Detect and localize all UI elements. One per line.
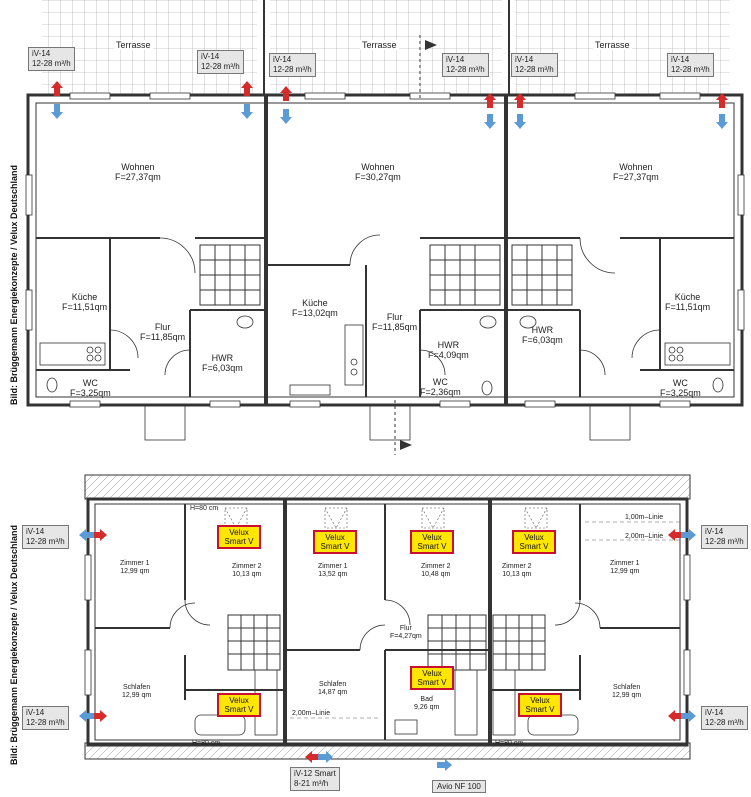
exhaust-arrow-g2 — [241, 104, 253, 119]
upper-floor-walls — [86, 497, 689, 747]
supply-arrow-g5 — [514, 93, 526, 108]
kitchen-fixtures — [39, 315, 731, 396]
supply-arrow-g3 — [280, 86, 292, 101]
supply-arrow-u2 — [668, 529, 683, 541]
exhaust-arrow-g3 — [280, 109, 292, 124]
exhaust-arrow-g5 — [514, 114, 526, 129]
supply-arrow-smart — [305, 751, 320, 763]
supply-arrow-u3 — [92, 710, 107, 722]
exhaust-arrow-g6 — [716, 114, 728, 129]
credit-upper: Bild: Brüggemann Energiekonzepte / Velux… — [9, 524, 19, 765]
exhaust-arrow-g4 — [484, 114, 496, 129]
stairs-upper — [227, 614, 546, 671]
airflow-arrows — [51, 81, 728, 771]
exhaust-arrow-u1 — [79, 529, 94, 541]
windows-upper — [84, 554, 691, 696]
supply-arrow-g1 — [51, 81, 63, 96]
windows-ground — [25, 92, 745, 408]
height-note-3: H=80 cm — [495, 740, 524, 747]
exhaust-arrow-g1 — [51, 104, 63, 119]
ground-floor-walls — [26, 93, 744, 407]
terrace-label-2: Terrasse — [360, 40, 399, 50]
exhaust-arrow-u3 — [79, 710, 94, 722]
line-note-1: 1,00m–Linie — [625, 514, 664, 521]
exhaust-arrow-avio — [437, 759, 452, 771]
height-note-2: H=80 cm — [192, 740, 221, 747]
exhaust-arrow-u4 — [681, 710, 696, 722]
supply-arrow-u4 — [668, 710, 683, 722]
supply-arrow-u1 — [92, 529, 107, 541]
line-note-2: 2,00m–Linie — [625, 533, 664, 540]
doors-ground — [109, 234, 661, 441]
terrace-label-3: Terrasse — [593, 40, 632, 50]
exhaust-arrow-smart — [318, 751, 333, 763]
terrace-label-1: Terrasse — [114, 40, 153, 50]
credit-ground: Bild: Brüggemann Energiekonzepte / Velux… — [9, 164, 19, 405]
head-height-lines — [290, 521, 680, 719]
section-markers — [394, 35, 437, 455]
supply-arrow-g4 — [484, 93, 496, 108]
doors-upper — [169, 599, 601, 651]
stairs-ground — [199, 244, 573, 306]
avio-nf-100-label: Avio NF 100 — [432, 780, 486, 793]
exhaust-arrow-u2 — [681, 529, 696, 541]
supply-arrow-g2 — [241, 81, 253, 96]
upper-roof-eaves — [84, 474, 691, 760]
supply-arrow-g6 — [716, 93, 728, 108]
line-note-3: 2,00m–Linie — [292, 710, 331, 717]
height-note-1: H=80 cm — [190, 505, 219, 512]
